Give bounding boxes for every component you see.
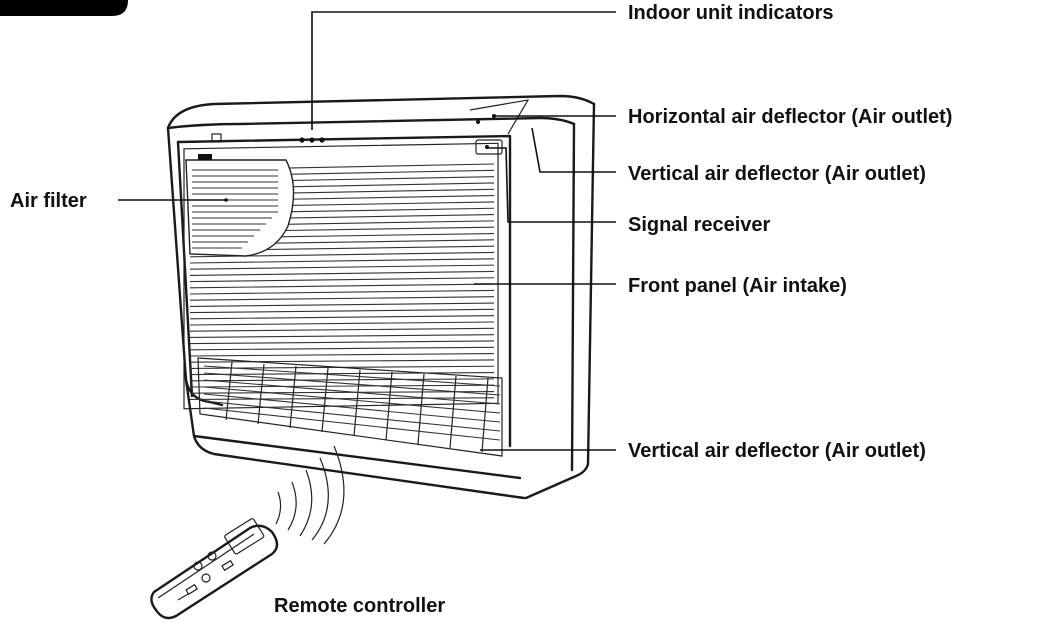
corner-tab <box>0 0 128 16</box>
signal-receiver-window <box>475 139 503 155</box>
leader-lines <box>118 11 616 451</box>
label-indoor-unit-indicators: Indoor unit indicators <box>628 2 834 24</box>
remote-controller <box>150 518 279 620</box>
label-remote-controller: Remote controller <box>274 595 445 617</box>
label-signal-receiver: Signal receiver <box>628 214 771 236</box>
air-filter-cutaway <box>185 159 295 257</box>
label-horizontal-air-deflector: Horizontal air deflector (Air outlet) <box>628 106 952 128</box>
signal-waves <box>275 445 345 545</box>
bottom-louvers <box>203 361 501 453</box>
indicator-dot <box>319 137 325 143</box>
indicator-dot <box>299 137 305 143</box>
indicator-dot <box>309 137 315 143</box>
power-indicator-icon <box>211 133 222 143</box>
label-front-panel: Front panel (Air intake) <box>628 275 847 297</box>
label-vertical-air-deflector-top: Vertical air deflector (Air outlet) <box>628 163 926 185</box>
indoor-unit <box>166 94 596 500</box>
label-air-filter: Air filter <box>10 190 87 212</box>
label-vertical-air-deflector-bottom: Vertical air deflector (Air outlet) <box>628 440 926 462</box>
